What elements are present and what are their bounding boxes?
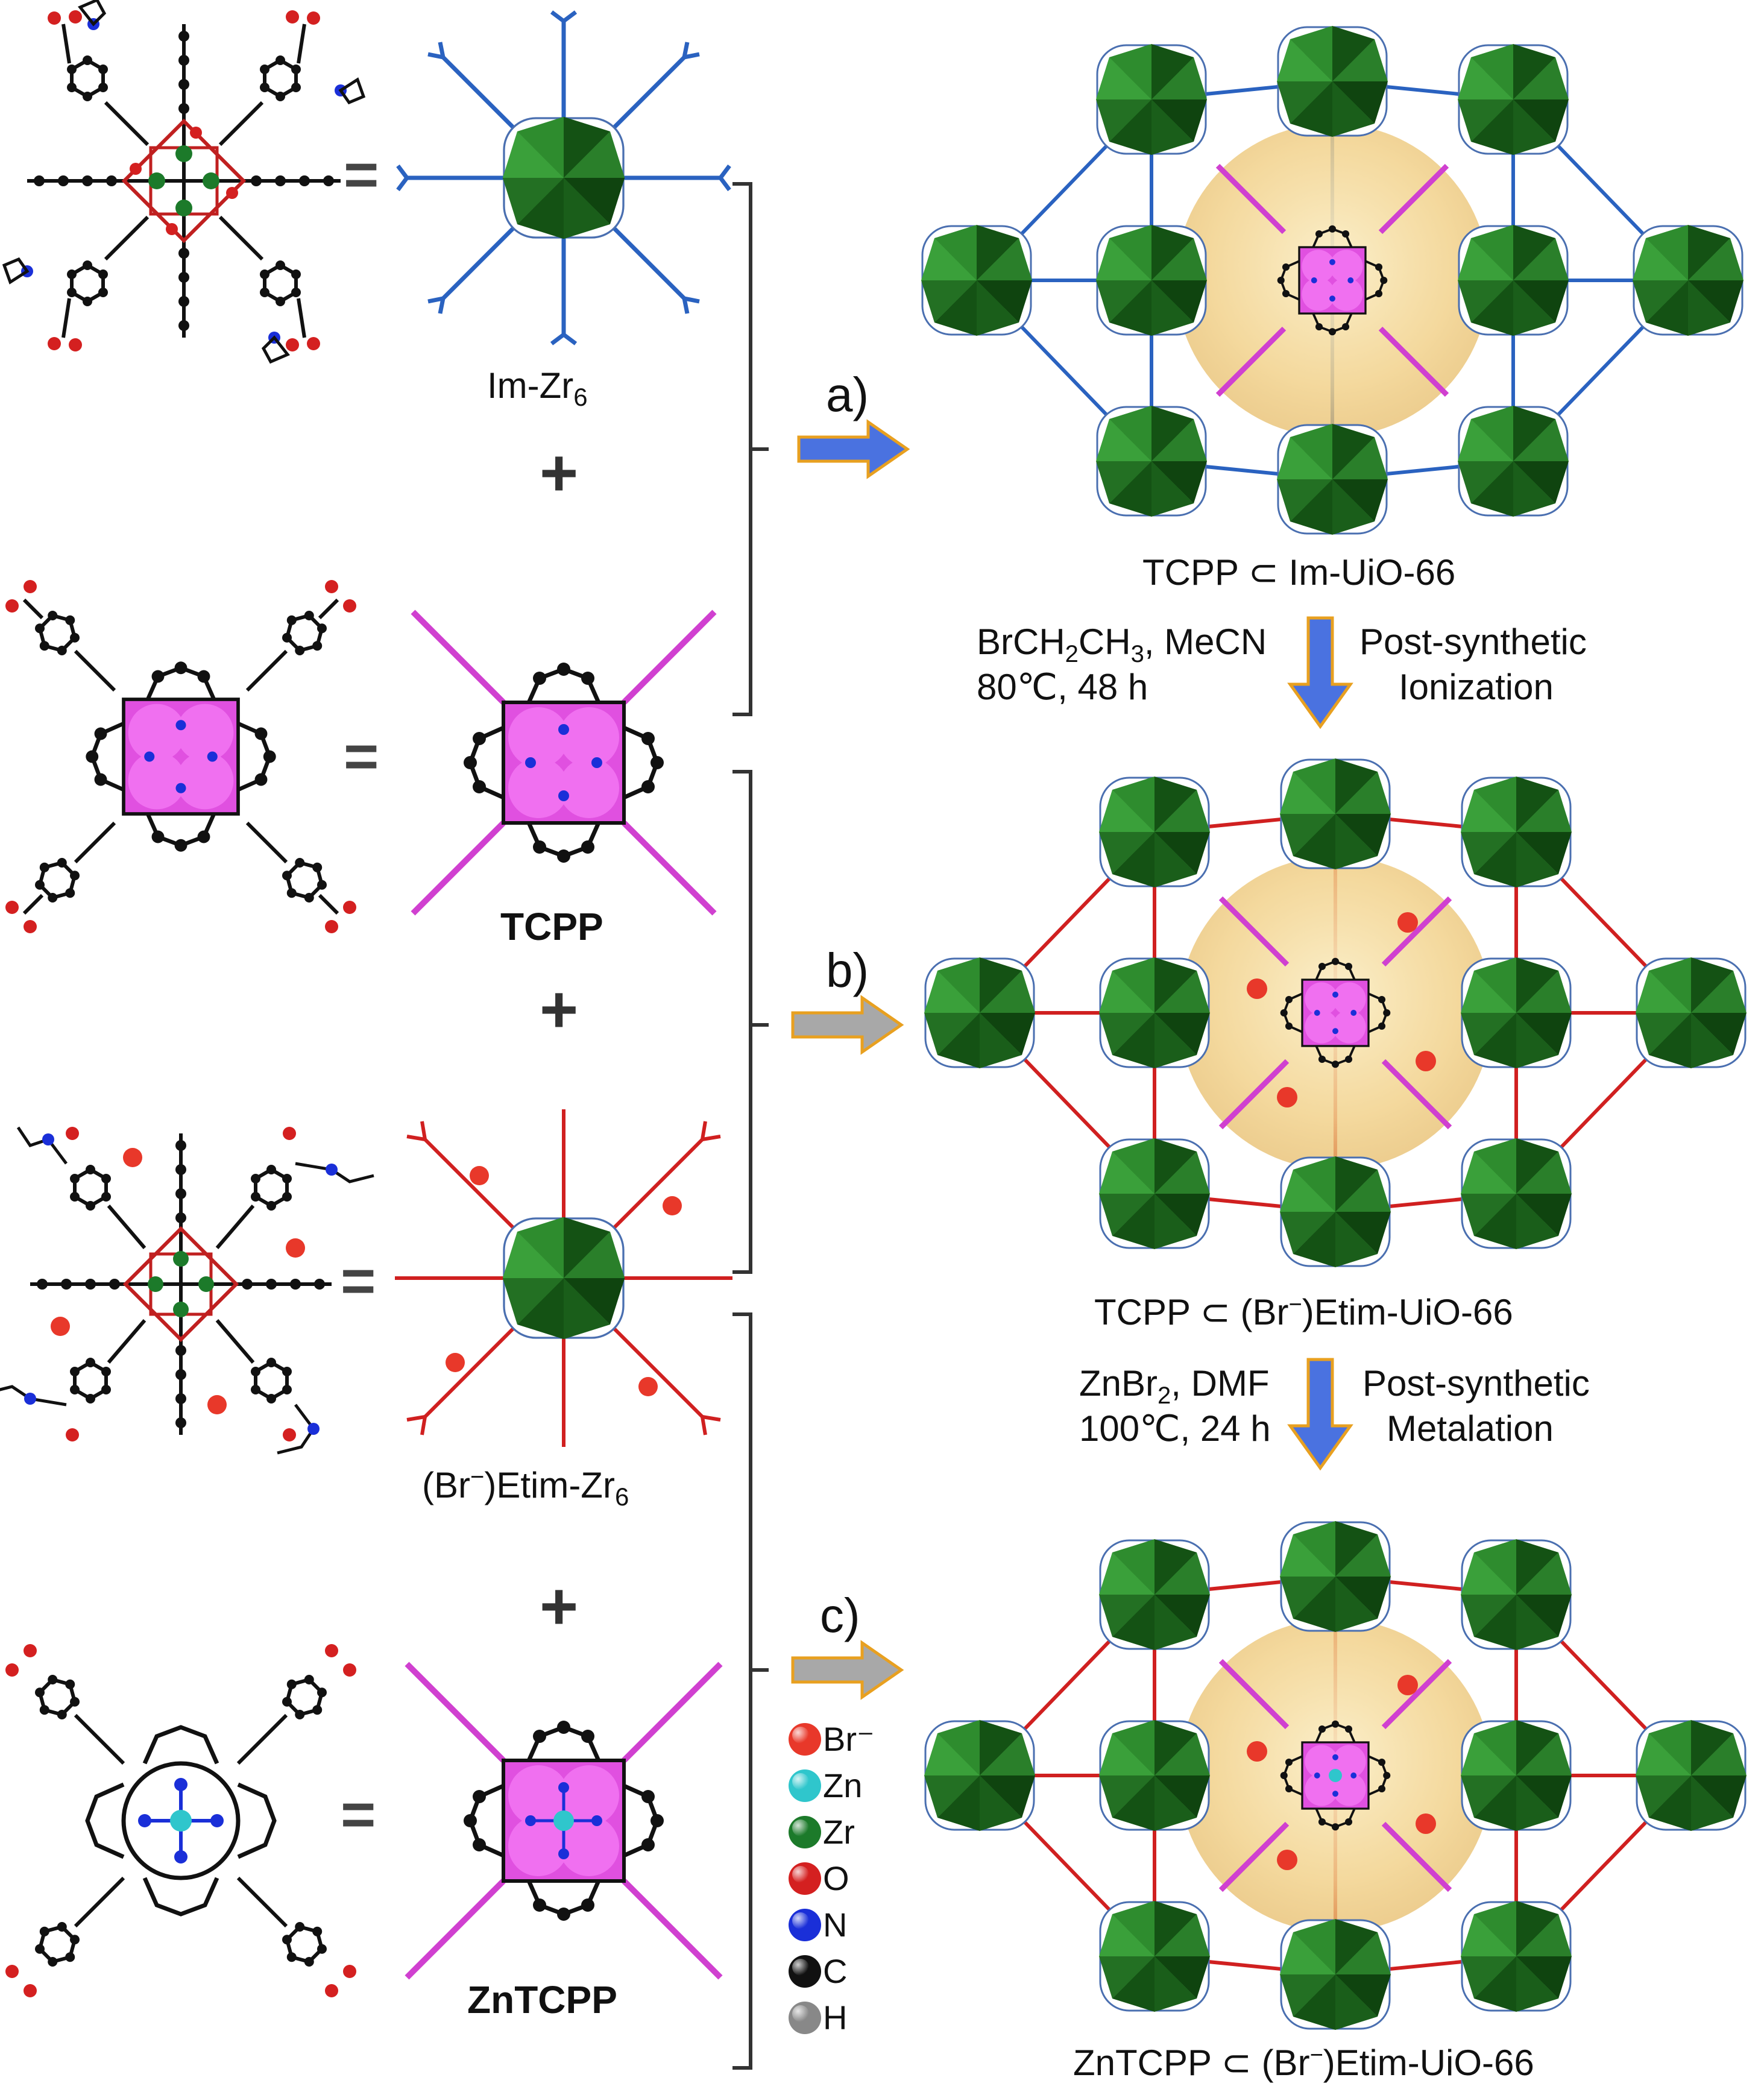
im-zr6-symbol (396, 10, 731, 345)
product-c-label: ZnTCPP ⊂ (Br−)Etim-UiO-66 (1073, 2043, 1534, 2083)
equals-sign-4: = (341, 1781, 376, 1848)
plus-sign-3: + (540, 1569, 579, 1643)
legend-label-br: Br⁻ (823, 1720, 875, 1758)
equals-sign-1: = (344, 141, 379, 209)
legend-label-zn: Zn (823, 1766, 863, 1804)
zntcpp-molecule (5, 1644, 356, 1997)
product-b-label: TCPP ⊂ (Br−)Etim-UiO-66 (1094, 1292, 1513, 1332)
arrow-ionization (1287, 616, 1353, 729)
step-a-label: a) (826, 368, 869, 421)
ionization-reagent: BrCH2CH3, MeCN (977, 622, 1267, 667)
legend-label-c: C (823, 1952, 848, 1990)
arrow-metalation (1287, 1358, 1353, 1471)
metalation-title-1: Post-synthetic (1362, 1363, 1590, 1404)
legend-label-h: H (823, 1999, 848, 2037)
label-br-etim-zr6: (Br−)Etim-Zr6 (422, 1464, 629, 1511)
arrow-c (791, 1640, 904, 1700)
arrow-b (791, 995, 904, 1055)
legend-label-n: N (823, 1906, 848, 1944)
label-zntcpp: ZnTCPP (467, 1978, 617, 2021)
zntcpp-symbol (405, 1662, 723, 1980)
ionization-conditions: 80℃, 48 h (977, 667, 1148, 707)
plus-sign-1: + (540, 436, 579, 510)
ionization-title-1: Post-synthetic (1359, 622, 1587, 662)
tcpp-symbol (411, 610, 717, 916)
tcpp-im-uio66-framework (920, 25, 1745, 536)
legend-label-o: O (823, 1859, 849, 1897)
label-tcpp: TCPP (500, 905, 603, 948)
im-zr6-molecule (2, 0, 366, 364)
equals-sign-2: = (344, 723, 379, 790)
atom-legend (789, 1723, 821, 2034)
metalation-title-2: Metalation (1387, 1408, 1554, 1449)
zntcpp-etim-uio66-framework (923, 1520, 1748, 2031)
tcpp-etim-uio66-framework (923, 757, 1748, 1268)
bracket-b (732, 770, 769, 1274)
plus-sign-2: + (540, 972, 579, 1047)
tcpp-molecule (5, 580, 356, 933)
br-etim-zr6-molecule (0, 1126, 374, 1455)
legend-label-zr: Zr (823, 1813, 855, 1851)
bracket-a (732, 182, 769, 716)
br-etim-zr6-symbol (395, 1109, 732, 1447)
arrow-a (797, 419, 910, 479)
step-c-label: c) (820, 1589, 860, 1642)
metalation-reagent: ZnBr2, DMF (1079, 1363, 1270, 1409)
label-im-zr6: Im-Zr6 (487, 365, 588, 411)
ionization-title-2: Ionization (1399, 667, 1554, 707)
step-b-label: b) (826, 944, 869, 997)
bracket-c (732, 1312, 769, 2070)
metalation-conditions: 100℃, 24 h (1079, 1408, 1271, 1449)
equals-sign-3: = (341, 1247, 376, 1315)
product-a-label: TCPP ⊂ Im-UiO-66 (1142, 552, 1456, 593)
